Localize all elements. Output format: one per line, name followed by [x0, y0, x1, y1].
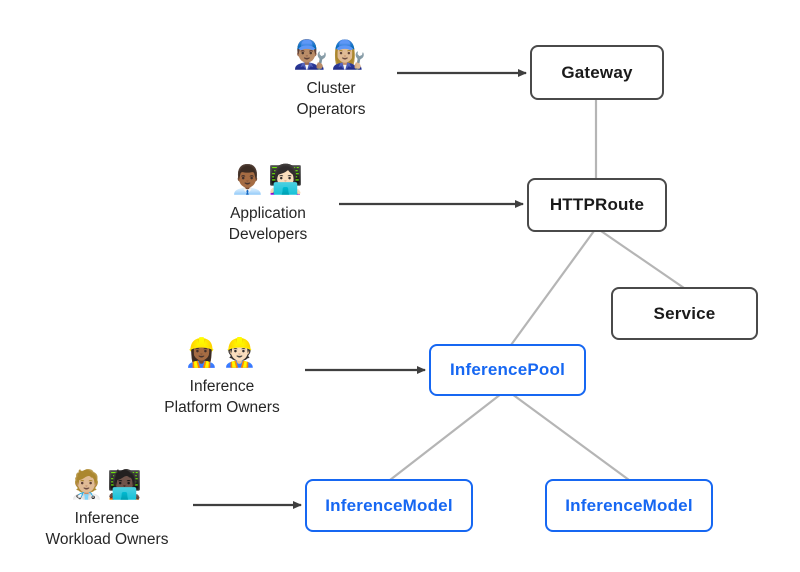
resource-box-inferencemodel-left: InferenceModel	[305, 479, 473, 532]
persona-label: Inference Workload Owners	[22, 508, 192, 550]
persona-label-line: Workload Owners	[45, 531, 169, 548]
persona-label: Cluster Operators	[246, 78, 416, 120]
persona-inference-platform-owners: 👷🏾‍♀️👷🏻 Inference Platform Owners	[137, 335, 307, 418]
health-worker-icon: 🧑🏼‍⚕️	[69, 469, 107, 500]
persona-label: Inference Platform Owners	[137, 376, 307, 418]
persona-label-line: Application	[230, 205, 306, 222]
persona-label-line: Platform Owners	[164, 399, 280, 416]
man-office-worker-icon: 👨🏾‍💼	[230, 164, 268, 195]
resource-box-inferencepool: InferencePool	[429, 344, 586, 396]
edge-httproute-inferencepool	[510, 230, 595, 346]
man-technologist-icon: 🧑🏿‍💻	[107, 469, 145, 500]
woman-technologist-icon: 👩🏻‍💻	[268, 164, 306, 195]
persona-label-line: Cluster	[306, 80, 356, 97]
inference-platform-owners-emoji-icons: 👷🏾‍♀️👷🏻	[137, 335, 307, 371]
persona-label-line: Inference	[189, 378, 255, 395]
resource-box-httproute: HTTPRoute	[527, 178, 667, 232]
persona-inference-workload-owners: 🧑🏼‍⚕️🧑🏿‍💻 Inference Workload Owners	[22, 467, 192, 550]
edge-inferencepool-inferencemodel-left	[389, 393, 502, 481]
man-mechanic-icon: 👨🏽‍🔧	[293, 39, 331, 70]
resource-box-service: Service	[611, 287, 758, 340]
resource-box-gateway: Gateway	[530, 45, 664, 100]
edge-inferencepool-inferencemodel-right	[511, 393, 630, 481]
woman-mechanic-icon: 👩🏼‍🔧	[331, 39, 369, 70]
resource-box-inferencemodel-right: InferenceModel	[545, 479, 713, 532]
persona-cluster-operators: 👨🏽‍🔧👩🏼‍🔧 Cluster Operators	[246, 37, 416, 120]
persona-label: Application Developers	[183, 203, 353, 245]
persona-label-line: Inference	[74, 510, 140, 527]
application-developers-emoji-icons: 👨🏾‍💼👩🏻‍💻	[183, 162, 353, 198]
inference-workload-owners-emoji-icons: 🧑🏼‍⚕️🧑🏿‍💻	[22, 467, 192, 503]
edge-httproute-service	[600, 230, 685, 289]
cluster-operators-emoji-icons: 👨🏽‍🔧👩🏼‍🔧	[246, 37, 416, 73]
persona-application-developers: 👨🏾‍💼👩🏻‍💻 Application Developers	[183, 162, 353, 245]
woman-construction-worker-icon: 👷🏾‍♀️	[184, 337, 222, 368]
persona-label-line: Operators	[296, 101, 366, 118]
man-construction-worker-icon: 👷🏻	[222, 337, 260, 368]
persona-label-line: Developers	[228, 226, 308, 243]
